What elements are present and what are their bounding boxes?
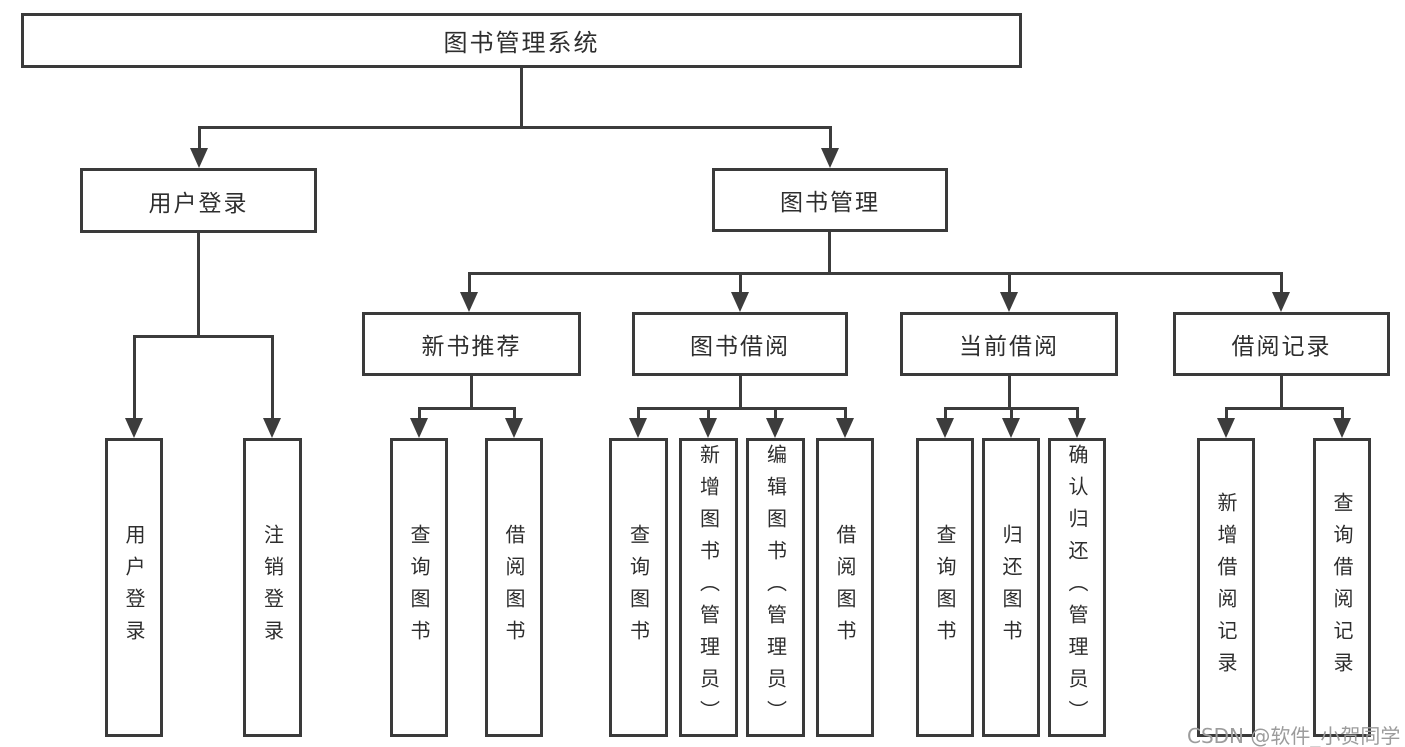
leaf-label: 查询借阅记录 [1330, 491, 1354, 684]
connector-arrow [766, 407, 784, 438]
leaf-label: 借阅图书 [502, 523, 526, 652]
node-current-borrowing: 当前借阅 [900, 312, 1118, 376]
connector-line [637, 407, 846, 410]
leaf-records-add-borrow-record: 新增借阅记录 [1197, 438, 1255, 737]
connector-arrow [190, 126, 208, 168]
connector-arrow [263, 335, 281, 438]
node-library-management-system: 图书管理系统 [21, 13, 1022, 68]
node-book-borrowing: 图书借阅 [632, 312, 848, 376]
leaf-label: 归还图书 [999, 523, 1023, 652]
leaf-label: 确认归还（管理员） [1065, 443, 1089, 732]
node-label: 新书推荐 [421, 334, 522, 360]
csdn-watermark: CSDN @软件_小贺同学 [1187, 724, 1401, 747]
connector-arrow [505, 407, 523, 438]
connector-arrow [125, 335, 143, 438]
connector-line [197, 233, 200, 337]
leaf-label: 新增图书（管理员） [696, 443, 721, 732]
node-label: 图书借阅 [690, 334, 790, 360]
leaf-recommend-query-books: 查询图书 [390, 438, 448, 737]
connector-arrow [1000, 272, 1018, 312]
leaf-user-login: 用户登录 [105, 438, 163, 737]
connector-arrow [410, 407, 428, 438]
connector-arrow [731, 272, 749, 312]
connector-line [418, 407, 516, 410]
connector-line [828, 232, 831, 274]
node-label: 图书管理 [780, 190, 880, 216]
leaf-label: 用户登录 [122, 523, 146, 652]
leaf-label: 查询图书 [407, 523, 431, 652]
node-book-management: 图书管理 [712, 168, 948, 232]
node-new-book-recommend: 新书推荐 [362, 312, 581, 376]
leaf-label: 注销登录 [260, 523, 285, 652]
connector-arrow [629, 407, 647, 438]
leaf-label: 查询图书 [626, 523, 651, 652]
connector-arrow [836, 407, 854, 438]
leaf-label: 借阅图书 [833, 523, 857, 652]
connector-arrow [1002, 407, 1020, 438]
connector-arrow [1068, 407, 1086, 438]
leaf-borrowing-add-books-admin: 新增图书（管理员） [679, 438, 738, 737]
connector-line [1225, 407, 1343, 410]
connector-line [1008, 376, 1011, 409]
node-label: 用户登录 [148, 190, 249, 217]
connector-line [468, 272, 1283, 275]
node-user-login: 用户登录 [80, 168, 317, 233]
connector-line [133, 335, 274, 338]
connector-line [1280, 376, 1283, 409]
connector-line [739, 376, 742, 409]
leaf-current-return-books: 归还图书 [982, 438, 1040, 737]
connector-line [198, 126, 831, 129]
leaf-current-confirm-return-admin: 确认归还（管理员） [1048, 438, 1106, 737]
connector-arrow [821, 126, 839, 168]
leaf-logout: 注销登录 [243, 438, 302, 737]
leaf-recommend-borrow-books: 借阅图书 [485, 438, 543, 737]
leaf-label: 查询图书 [933, 523, 957, 652]
connector-line [520, 68, 523, 128]
leaf-borrowing-edit-books-admin: 编辑图书（管理员） [746, 438, 805, 737]
node-borrow-records: 借阅记录 [1173, 312, 1390, 376]
leaf-borrowing-query-books: 查询图书 [609, 438, 668, 737]
connector-arrow [699, 407, 717, 438]
connector-line [470, 376, 473, 409]
leaf-label: 新增借阅记录 [1214, 491, 1238, 684]
node-label: 借阅记录 [1231, 334, 1332, 360]
connector-arrow [1217, 407, 1235, 438]
connector-arrow [460, 272, 478, 312]
node-label: 当前借阅 [959, 334, 1059, 360]
node-label: 图书管理系统 [443, 29, 600, 57]
connector-arrow [1333, 407, 1351, 438]
leaf-label: 编辑图书（管理员） [763, 443, 788, 732]
leaf-records-query-borrow-record: 查询借阅记录 [1313, 438, 1371, 737]
leaf-current-query-books: 查询图书 [916, 438, 974, 737]
connector-arrow [936, 407, 954, 438]
leaf-borrowing-borrow-books: 借阅图书 [816, 438, 874, 737]
connector-arrow [1272, 272, 1290, 312]
